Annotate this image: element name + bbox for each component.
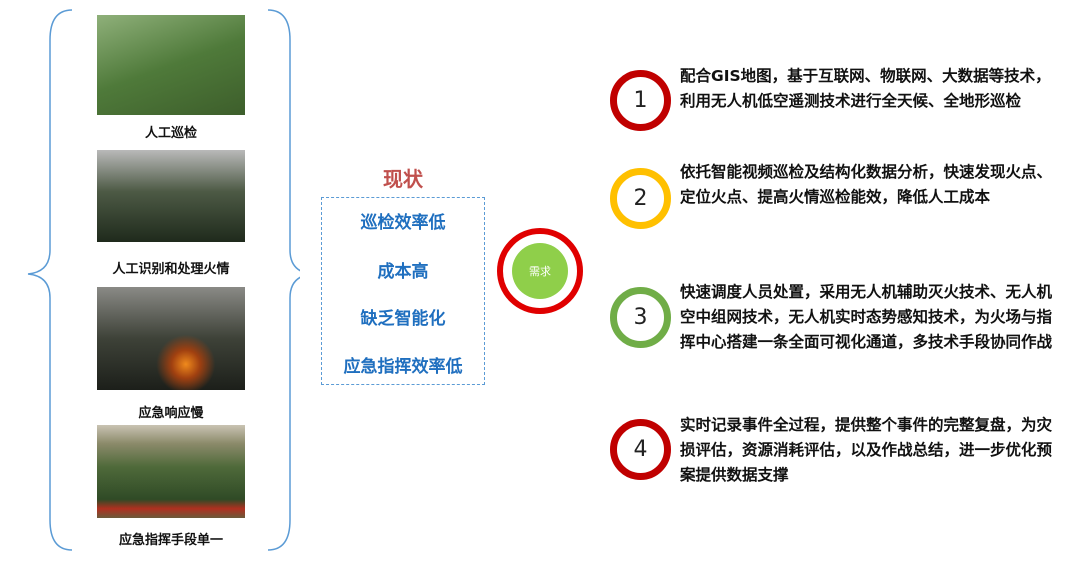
status-item: 巡检效率低 [360, 213, 446, 233]
status-item: 成本高 [377, 262, 429, 282]
solution-text-4: 实时记录事件全过程，提供整个事件的完整复盘，为灾损评估，资源消耗评估，以及作战总… [680, 416, 1053, 484]
right-brace [267, 9, 300, 551]
caption-slow-response: 应急响应慢 [138, 406, 204, 421]
number-badge-3: 3 [610, 287, 671, 348]
number-badge-4: 4 [610, 419, 671, 480]
photo-hillside-fire [97, 425, 245, 518]
photo-fire-dusk [97, 287, 245, 390]
number-badge-1: 1 [610, 70, 671, 131]
need-label: 需求 [512, 243, 568, 299]
solution-text-3: 快速调度人员处置，采用无人机辅助灭火技术、无人机空中组网技术，无人机实时态势感知… [680, 283, 1053, 351]
left-brace [27, 9, 73, 551]
status-item: 缺乏智能化 [360, 309, 446, 329]
photo-manual-patrol [97, 15, 245, 115]
caption-fire-handling: 人工识别和处理火情 [112, 262, 230, 277]
status-item: 应急指挥效率低 [343, 357, 463, 377]
status-box: 巡检效率低 成本高 缺乏智能化 应急指挥效率低 [321, 197, 485, 385]
caption-manual-patrol: 人工巡检 [144, 126, 197, 141]
solution-text-1: 配合GIS地图，基于互联网、物联网、大数据等技术，利用无人机低空遥测技术进行全天… [680, 67, 1051, 110]
brace-group [27, 9, 300, 551]
photo-smoke [97, 150, 245, 242]
status-title: 现状 [383, 167, 423, 191]
solution-text-2: 依托智能视频巡检及结构化数据分析，快速发现火点、定位火点、提高火情巡检能效，降低… [680, 163, 1053, 206]
caption-single-command: 应急指挥手段单一 [118, 533, 223, 548]
number-badge-2: 2 [610, 168, 671, 229]
need-circle: 需求 [497, 228, 583, 314]
